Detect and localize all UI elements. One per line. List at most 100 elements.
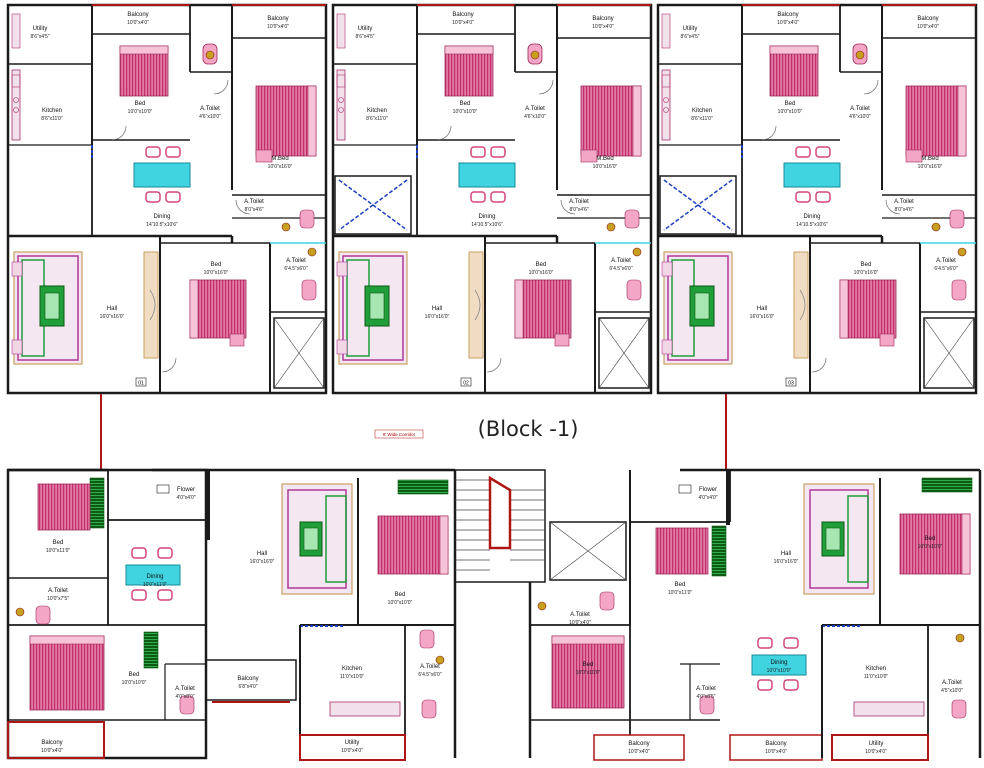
bed-dim: 10'0"x10'0" — [388, 600, 413, 606]
utility-name: Utility — [683, 26, 698, 32]
atoilet1-name: A.Toilet — [200, 106, 220, 112]
flower-name: Flower — [699, 487, 717, 493]
flower-dim: 4'0"x4'0" — [176, 495, 195, 501]
flat-number: 03 — [788, 381, 794, 387]
balcony-dim: 10'0"x4'0" — [41, 748, 63, 754]
bed3-dim: 10'0"x10'0" — [918, 544, 943, 550]
hall-dim: 16'0"x16'0" — [250, 559, 275, 565]
kitchen-name: Kitchen — [866, 666, 886, 672]
labels-flat-bottom-middle: Hall 16'0"x16'0" Bed 10'0"x10'0" Balcony… — [237, 551, 442, 754]
bed2-dim: 10'0"x16'0" — [529, 270, 554, 276]
utility-dim: 8'6"x4'5" — [680, 34, 699, 40]
atoilet2-dim: 8'0"x4'6" — [569, 207, 588, 213]
utility-name: Utility — [358, 26, 373, 32]
hall-name: Hall — [781, 551, 791, 557]
bed2-name: Bed — [861, 262, 872, 268]
atoilet1-dim: 10'0"x7'5" — [47, 596, 69, 602]
mbed-name: M.Bed — [921, 156, 938, 162]
balcony2-dim: 10'0"x4'0" — [267, 24, 289, 30]
labels-flat-3: Utility 8'6"x4'5" Balcony 10'0"x4'0" Bal… — [680, 12, 957, 387]
dining-dim: 10'0"x11'0" — [143, 582, 167, 588]
bed2-dim: 10'0"x10'0" — [122, 680, 147, 686]
dining-name: Dining — [478, 214, 495, 220]
kitchen-dim: 11'0"x10'0" — [864, 674, 888, 680]
bed1-name: Bed — [785, 101, 796, 107]
lift-shaft — [549, 521, 627, 581]
bed2-name: Bed — [129, 672, 140, 678]
flat-number: 01 — [138, 381, 144, 387]
balcony-dim: 6'8"x4'0" — [238, 684, 257, 690]
atoilet1-dim: 4'6"x10'0" — [849, 114, 871, 120]
dining-name: Dining — [770, 660, 787, 666]
atoilet3-name: A.Toilet — [611, 258, 631, 264]
balcony2-name: Balcony — [917, 16, 938, 22]
utility-dim: 8'6"x4'5" — [355, 34, 374, 40]
mbed-dim: 10'0"x16'0" — [268, 164, 293, 170]
kitchen-name: Kitchen — [367, 108, 387, 114]
balcony-dim: 10'0"x4'0" — [452, 20, 474, 26]
flat-bottom-middle-outline — [152, 468, 457, 761]
balcony2-name: Balcony — [765, 741, 786, 747]
atoilet3-name: A.Toilet — [286, 258, 306, 264]
labels-flat-1: Utility 8'6"x4'5" Balcony 10'0"x4'0" Bal… — [30, 12, 307, 387]
atoilet2-dim: 4'0"x8'0" — [175, 694, 194, 700]
kitchen-dim: 11'0"x10'0" — [340, 674, 364, 680]
hall-dim: 16'0"x16'0" — [425, 314, 450, 320]
atoilet2-name: A.Toilet — [894, 199, 914, 205]
dining-dim: 14'10.5"x10'6" — [796, 222, 828, 228]
atoilet3-name: A.Toilet — [942, 680, 962, 686]
kitchen-dim: 8'6"x11'0" — [41, 116, 63, 122]
atoilet2-dim: 8'0"x4'6" — [244, 207, 263, 213]
block-title: (Block -1) — [478, 417, 579, 441]
bed1-name: Bed — [53, 540, 64, 546]
atoilet2-name: A.Toilet — [244, 199, 264, 205]
flat-bottom-right-outline — [528, 468, 982, 761]
bed1-dim: 10'0"x10'0" — [128, 109, 153, 115]
atoilet2-name: A.Toilet — [696, 686, 716, 692]
flower-name: Flower — [177, 487, 195, 493]
duct-box-2 — [659, 175, 737, 235]
mbed-dim: 10'0"x16'0" — [593, 164, 618, 170]
hall-name: Hall — [432, 306, 442, 312]
corridor-label: 8' Wide Corridor — [383, 432, 416, 437]
dining-name: Dining — [803, 214, 820, 220]
bed1-dim: 10'0"x10'0" — [453, 109, 478, 115]
atoilet3-dim: 6'4.5"x6'0" — [284, 266, 307, 272]
atoilet1-name: A.Toilet — [48, 588, 68, 594]
dining-name: Dining — [146, 574, 163, 580]
dining-name: Dining — [153, 214, 170, 220]
atoilet1-name: A.Toilet — [850, 106, 870, 112]
utility-dim: 8'6"x4'5" — [30, 34, 49, 40]
atoilet1-dim: 10'0"x4'0" — [569, 620, 591, 626]
balcony-name: Balcony — [127, 12, 148, 18]
utility-name: Utility — [869, 741, 884, 747]
atoilet3-dim: 4'5"x10'0" — [941, 688, 963, 694]
bed2-dim: 10'0"x10'0" — [576, 670, 601, 676]
balcony-dim: 10'0"x4'0" — [777, 20, 799, 26]
atoilet-dim: 6'4.5"x6'0" — [418, 672, 441, 678]
balcony-name: Balcony — [777, 12, 798, 18]
labels-flat-bottom-left: Bed 10'0"x11'0" Dining 10'0"x11'0" A.Toi… — [41, 487, 196, 754]
kitchen-name: Kitchen — [692, 108, 712, 114]
bed-name: Bed — [395, 592, 406, 598]
utility-name: Utility — [345, 740, 360, 746]
flower-dim: 4'0"x4'0" — [698, 495, 717, 501]
balcony2-name: Balcony — [267, 16, 288, 22]
balcony2-name: Balcony — [592, 16, 613, 22]
labels-flat-bottom-right: Bed 10'0"x11'0" A.Toilet 10'0"x4'0" Bed … — [569, 487, 963, 755]
atoilet1-name: A.Toilet — [525, 106, 545, 112]
balcony-name: Balcony — [452, 12, 473, 18]
balcony1-dim: 10'0"x4'0" — [628, 749, 650, 755]
labels-flat-2: Utility 8'6"x4'5" Balcony 10'0"x4'0" Bal… — [355, 12, 632, 387]
corridor-tag — [374, 429, 424, 439]
hall-name: Hall — [757, 306, 767, 312]
bed3-name: Bed — [925, 536, 936, 542]
atoilet2-name: A.Toilet — [569, 199, 589, 205]
mbed-name: M.Bed — [271, 156, 288, 162]
bed2-name: Bed — [211, 262, 222, 268]
bed1-name: Bed — [675, 582, 686, 588]
dining-dim: 14'10.5"x10'6" — [146, 222, 178, 228]
atoilet3-name: A.Toilet — [936, 258, 956, 264]
